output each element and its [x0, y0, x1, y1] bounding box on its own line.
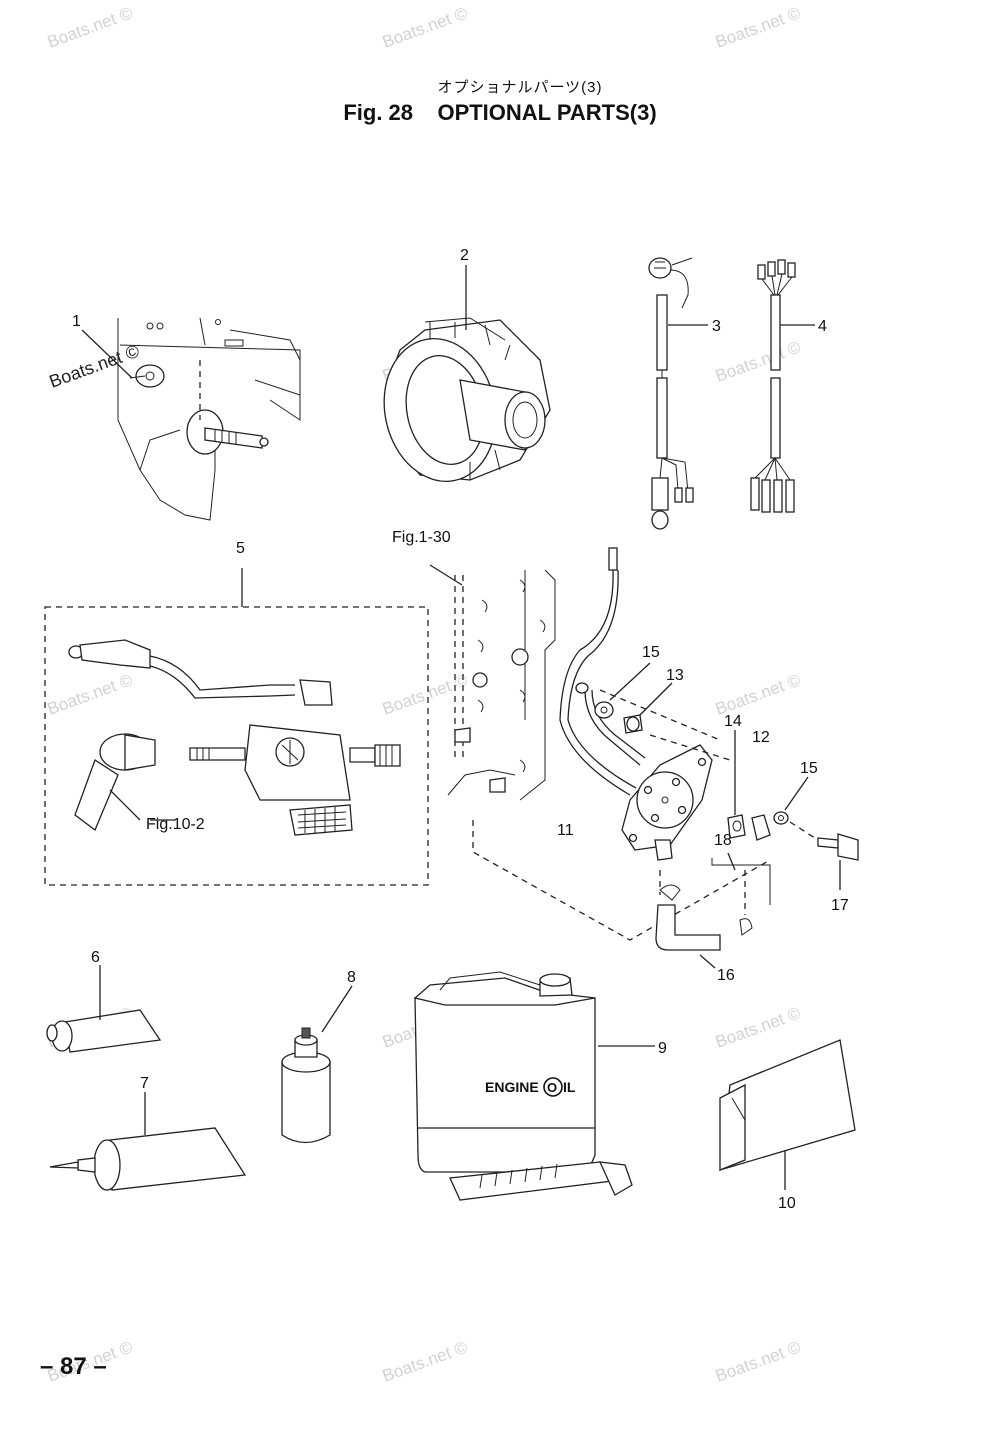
fuel-pump-assembly [429, 547, 859, 951]
callout-2: 2 [460, 247, 469, 264]
callout-10: 10 [778, 1195, 796, 1212]
watermark: Boats.net © [713, 337, 804, 385]
part-2-flywheel [383, 317, 551, 482]
callout-5: 5 [236, 540, 245, 557]
callout-12: 12 [752, 729, 770, 746]
callout-9: 9 [658, 1040, 667, 1057]
reference-fig-10-2: Fig.10-2 [146, 816, 205, 833]
callout-11: 11 [557, 822, 574, 839]
callout-1: 1 [72, 313, 81, 330]
part-6-grease-tube [46, 1009, 162, 1053]
part-8-spray-can [281, 1027, 331, 1144]
callout-4: 4 [818, 318, 827, 335]
watermark: Boats.net © [380, 1337, 471, 1385]
watermark-dark: Boats.net © [47, 341, 142, 392]
part-10-bag [719, 1039, 856, 1171]
oil-can-label: ENGINE [485, 1079, 539, 1095]
part-3-harness [648, 257, 694, 530]
part-7-grease-tube [49, 1127, 247, 1191]
part-1-lower-unit [117, 317, 301, 521]
callout-13: 13 [666, 667, 684, 684]
oil-can-label-rest: IL [563, 1079, 576, 1095]
part-9-oil-can: ENGINE O IL [413, 971, 633, 1201]
callout-3: 3 [712, 318, 721, 335]
watermark: Boats.net © [380, 670, 471, 718]
watermark: Boats.net © [713, 1003, 804, 1051]
oil-can-label-letter: O [547, 1080, 557, 1095]
watermark: Boats.net © [45, 3, 136, 51]
callout-7: 7 [140, 1075, 149, 1092]
figure-title: Fig. 28 OPTIONAL PARTS(3) [343, 100, 657, 125]
callout-15: 15 [800, 760, 818, 777]
part-4-harness [750, 259, 796, 513]
page-number: – 87 – [40, 1353, 107, 1380]
watermark: Boats.net © [45, 670, 136, 718]
watermark: Boats.net © [713, 670, 804, 718]
reference-fig-1-30: Fig.1-30 [392, 529, 451, 546]
watermark: Boats.net © [713, 3, 804, 51]
leader-lines [81, 265, 841, 1190]
watermark: Boats.net © [380, 3, 471, 51]
callout-17: 17 [831, 897, 849, 914]
callout-15: 15 [642, 644, 660, 661]
part-5-fuel-hose-kit [44, 568, 429, 886]
callout-18: 18 [714, 832, 732, 849]
watermark: Boats.net © [713, 1337, 804, 1385]
callout-6: 6 [91, 949, 100, 966]
callout-16: 16 [717, 967, 735, 984]
callout-numbers: 1 2 3 4 5 6 7 8 9 10 11 12 13 14 15 15 1… [72, 247, 849, 1212]
title-japanese: オプショナルパーツ(3) [437, 79, 603, 96]
callout-14: 14 [724, 713, 742, 730]
callout-8: 8 [347, 969, 356, 986]
